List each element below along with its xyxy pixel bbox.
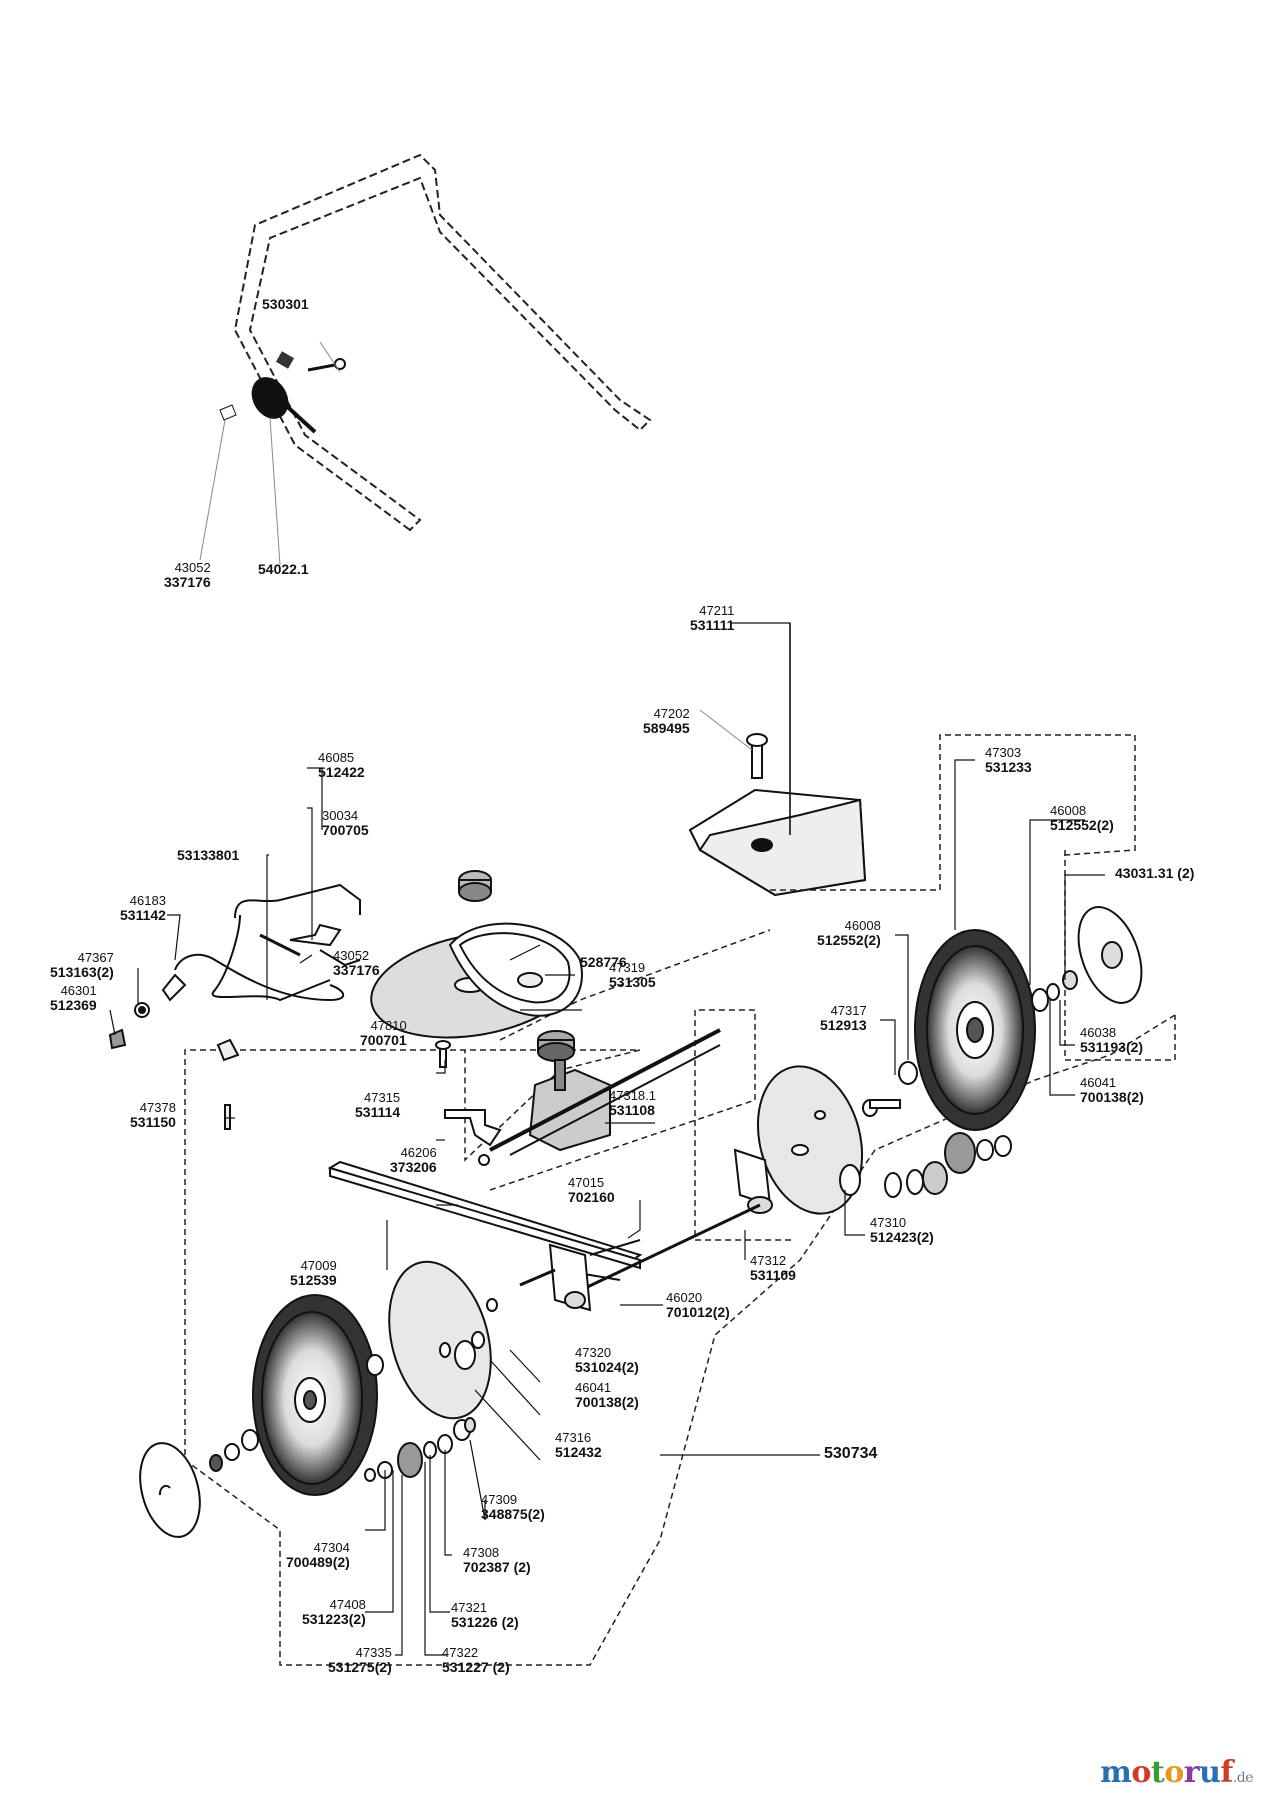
- watermark-letter: r: [1183, 1755, 1200, 1790]
- left-drive-drawing: [388, 1239, 641, 1420]
- gearbox-drawing: [489, 1028, 721, 1156]
- watermark-letter: o: [1164, 1755, 1184, 1790]
- belt-cover-drawing: [688, 733, 867, 897]
- part-label-53133801: 53133801: [177, 847, 240, 863]
- gear-pinion-right: [944, 1132, 1012, 1174]
- watermark-letter: u: [1199, 1755, 1221, 1790]
- part-label-530301: 530301: [262, 296, 309, 312]
- part-label-530734: 530734: [824, 1445, 878, 1462]
- handle-bar-drawing: [233, 153, 652, 532]
- blade-pulley-drawing: [370, 870, 583, 1062]
- watermark-text: motoruf: [1100, 1755, 1233, 1790]
- watermark-letter: o: [1131, 1755, 1151, 1790]
- watermark-letter: t: [1150, 1755, 1165, 1790]
- watermark-letter: f: [1220, 1755, 1233, 1790]
- watermark-letter: m: [1100, 1755, 1132, 1790]
- part-label-43031: 43031.31 (2): [1115, 865, 1195, 881]
- left-wheel-drawing: [139, 1294, 384, 1538]
- axle-bar-drawing: [327, 1160, 643, 1270]
- right-wheel-drawing: [914, 906, 1143, 1131]
- right-drive-drawing: [559, 1065, 864, 1302]
- handle-knob-drawing: [219, 351, 346, 434]
- watermark-suffix: .de: [1232, 1770, 1254, 1786]
- watermark-logo: motoruf.de: [1100, 1755, 1253, 1790]
- part-label-54022: 54022.1: [258, 561, 309, 577]
- cable-bail-drawing: [161, 883, 361, 1002]
- part-label-528776: 528776: [580, 954, 627, 970]
